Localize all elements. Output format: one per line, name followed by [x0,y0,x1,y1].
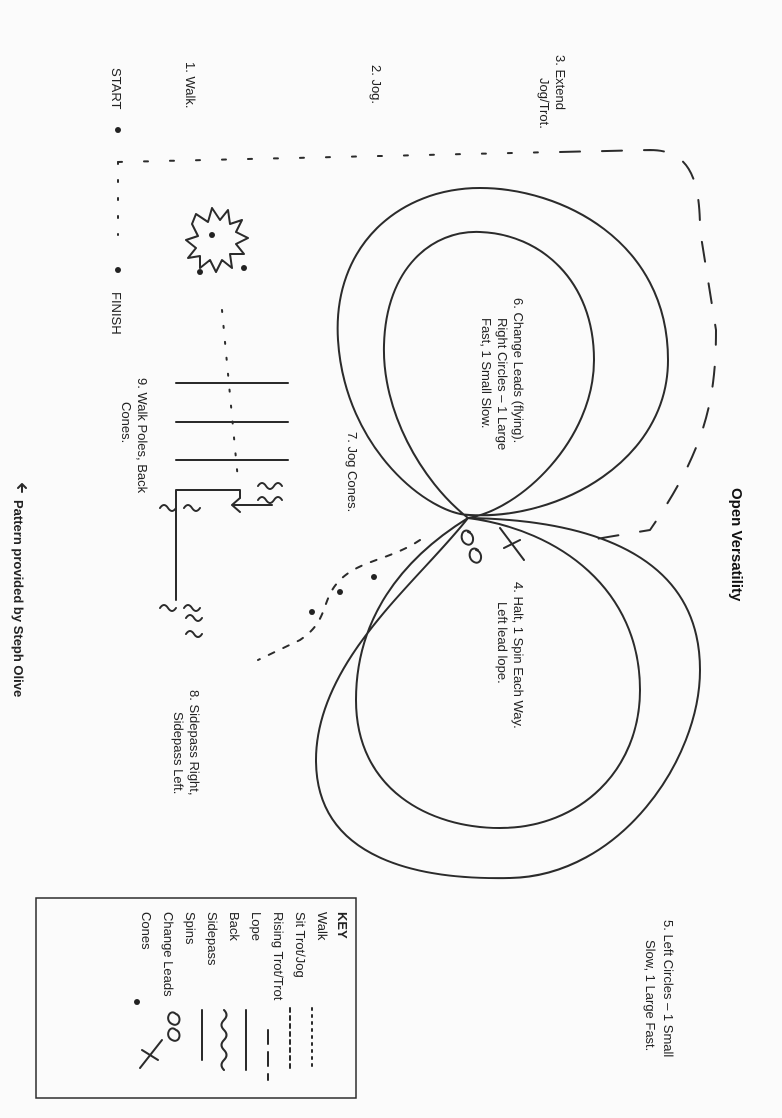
page-title: Open Versatility [728,488,745,602]
finish-cone [115,267,121,273]
legend-title: KEY [335,912,350,939]
legend-cone-dot [134,999,140,1005]
cone [309,609,315,615]
finish-label: FINISH [109,292,124,335]
back-path-arrow [231,497,273,513]
extend-jog-line [559,149,717,541]
maneuver-1-label: 1. Walk. [183,62,198,108]
maneuver-5-line2: Slow, 1 Large Fast. [643,940,658,1051]
left-lead-small-circle [355,517,641,829]
legend-box [35,897,357,1099]
legend-item-lope: Lope [249,912,264,941]
legend-item-jog: Sit Trot/Jog [293,912,308,978]
jog-line [117,151,556,163]
horse-icon [17,483,27,493]
walk-poles [175,382,289,461]
maneuver-5-line1: 5. Left Circles – 1 Small [661,920,676,1057]
legend-item-back: Back [227,912,242,941]
legend-spins-icon [167,1011,181,1042]
cone [371,574,377,580]
spin-burst-icon [185,207,249,273]
jog-cones-path [257,539,421,661]
back-squiggle-top [257,482,283,504]
start-label: START [109,68,124,109]
right-lead-small-circle [382,230,595,519]
legend-item-cones: Cones [139,912,154,950]
cone [197,269,203,275]
maneuver-4-line2: Left lead lope. [495,602,510,684]
maneuver-9-line2: Cones. [119,402,134,443]
left-lead-large-circle [315,517,701,880]
legend-item-walk: Walk [315,912,330,941]
maneuver-8-line2: Sidepass Left. [171,712,186,794]
back-squiggle-bottom [159,604,201,612]
legend-key: KEY Walk Sit Trot/Jog Rising Trot/Trot L… [35,897,357,1099]
maneuver-4-line1: 4. Halt, 1 Spin Each Way. [511,582,526,729]
maneuver-2-label: 2. Jog. [369,65,384,104]
legend-back-squiggle [220,1009,228,1071]
right-lead-large-circle [336,187,669,517]
back-squiggle-mid [159,504,201,512]
maneuver-6-line1: 6. Change Leads (flying). [511,298,526,443]
change-leads-icon [499,527,525,561]
cone [337,589,343,595]
legend-item-sidepass: Sidepass [205,912,220,966]
maneuver-6-line3: Fast, 1 Small Slow. [479,318,494,429]
credit-line: Pattern provided by Steph Olive [11,500,26,697]
walk-to-poles [221,309,239,481]
spins-icon [460,529,482,564]
legend-change-leads-icon [139,1039,163,1069]
maneuver-3-line2: Jog/Trot. [537,78,552,129]
maneuver-9-line1: 9. Walk Poles, Back [135,378,150,494]
legend-item-spins: Spins [183,912,198,945]
sidepass-squiggle [185,614,203,638]
cone [209,232,215,238]
maneuver-8-line1: 8. Sidepass Right, [187,690,202,796]
start-cone [115,127,121,133]
maneuver-6-line2: Right Circles – 1 Large [495,318,510,450]
legend-item-change-leads: Change Leads [161,912,176,997]
maneuver-7-label: 7. Jog Cones. [345,432,360,512]
cone [241,265,247,271]
maneuver-3-line1: 3. Extend [553,55,568,110]
legend-item-trot: Rising Trot/Trot [271,912,286,1001]
